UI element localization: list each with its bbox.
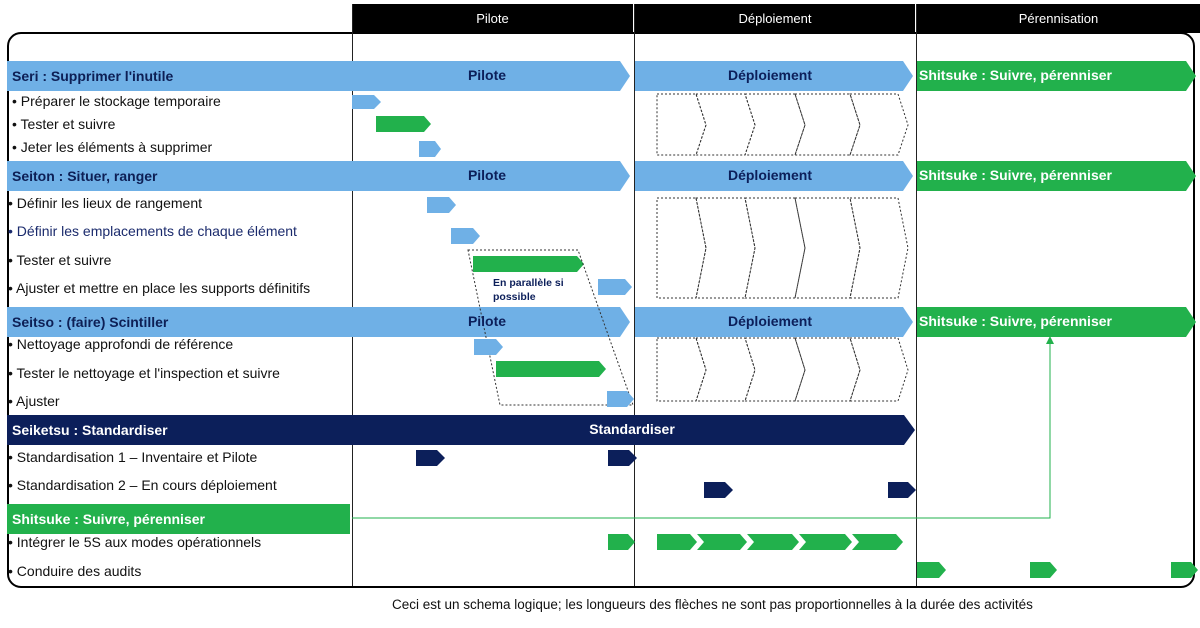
header-deploiement: Déploiement	[635, 4, 915, 33]
item-seiketsu-2: • Standardisation 2 – En cours déploieme…	[8, 477, 277, 493]
item-shitsuke-2: • Conduire des audits	[8, 563, 142, 579]
section-seiton: Seiton : Situer, ranger	[7, 161, 352, 191]
section-seiketsu: Seiketsu : Standardiser	[7, 415, 352, 445]
seiketsu-task-1-arrow-b	[608, 450, 637, 466]
connector-line	[352, 342, 1051, 519]
item-seri-2: • Tester et suivre	[12, 116, 116, 132]
seiton-deploiement-arrow	[635, 161, 913, 191]
seitso-deploiement-arrow	[635, 307, 913, 337]
item-shitsuke-1: • Intégrer le 5S aux modes opérationnels	[8, 534, 262, 550]
parallel-note: En parallèle si possible	[493, 277, 564, 303]
item-seri-3: • Jeter les éléments à supprimer	[12, 139, 213, 155]
seiton-task-4-arrow	[598, 279, 632, 295]
seri-task-3-arrow	[419, 141, 441, 157]
seitso-task-2-arrow	[496, 361, 606, 377]
item-seitso-1: • Nettoyage approfondi de référence	[8, 336, 234, 352]
section-shitsuke: Shitsuke : Suivre, pérenniser	[7, 504, 350, 534]
header-pilote: Pilote	[352, 4, 633, 33]
seiton-perennisation-arrow	[917, 161, 1196, 191]
shitsuke-task-2-arrow-c	[1171, 562, 1198, 578]
item-seiton-2: • Définir les emplacements de chaque élé…	[8, 223, 297, 239]
seri-pilote-arrow	[352, 61, 630, 91]
seiton-deploiement-chevrons	[656, 197, 909, 299]
seri-deploiement-chevrons	[656, 93, 909, 156]
item-seiton-3: • Tester et suivre	[8, 252, 112, 268]
seri-perennisation-arrow	[917, 61, 1196, 91]
seri-task-2-arrow	[376, 116, 431, 132]
item-seri-1: • Préparer le stockage temporaire	[12, 93, 221, 109]
shitsuke-task-1-arrow	[608, 534, 635, 550]
seiketsu-standardiser-arrow	[352, 415, 915, 445]
seri-deploiement-arrow	[635, 61, 913, 91]
connector-arrowhead	[1046, 336, 1054, 344]
footer-note: Ceci est un schema logique; les longueur…	[392, 597, 1033, 612]
seiton-task-3-arrow	[473, 256, 584, 272]
seiton-task-2-arrow	[451, 228, 480, 244]
seitso-pilote-arrow	[352, 307, 630, 337]
seitso-task-3-arrow	[607, 391, 634, 407]
seiketsu-task-1-arrow-a	[416, 450, 445, 466]
seitso-task-1-arrow	[474, 339, 503, 355]
seiketsu-task-2-arrow-b	[888, 482, 916, 498]
item-seiketsu-1: • Standardisation 1 – Inventaire et Pilo…	[8, 449, 258, 465]
shitsuke-deploiement-arrows	[657, 534, 903, 550]
section-seri: Seri : Supprimer l'inutile	[7, 61, 352, 91]
seitso-deploiement-chevrons	[656, 337, 909, 402]
shitsuke-task-2-arrow-a	[917, 562, 946, 578]
seiton-task-1-arrow	[427, 197, 456, 213]
seri-task-1-arrow	[352, 95, 381, 109]
item-seitso-2: • Tester le nettoyage et l'inspection et…	[8, 365, 280, 381]
seitso-perennisation-arrow	[917, 307, 1196, 337]
shitsuke-task-2-arrow-b	[1030, 562, 1057, 578]
item-seiton-1: • Définir les lieux de rangement	[8, 195, 202, 211]
section-seitso: Seitso : (faire) Scintiller	[7, 307, 352, 337]
seiton-pilote-arrow	[352, 161, 630, 191]
header-perennisation: Pérennisation	[917, 4, 1200, 33]
item-seitso-3: • Ajuster	[8, 393, 60, 409]
item-seiton-4: • Ajuster et mettre en place les support…	[8, 280, 311, 296]
seiketsu-task-2-arrow-a	[704, 482, 733, 498]
